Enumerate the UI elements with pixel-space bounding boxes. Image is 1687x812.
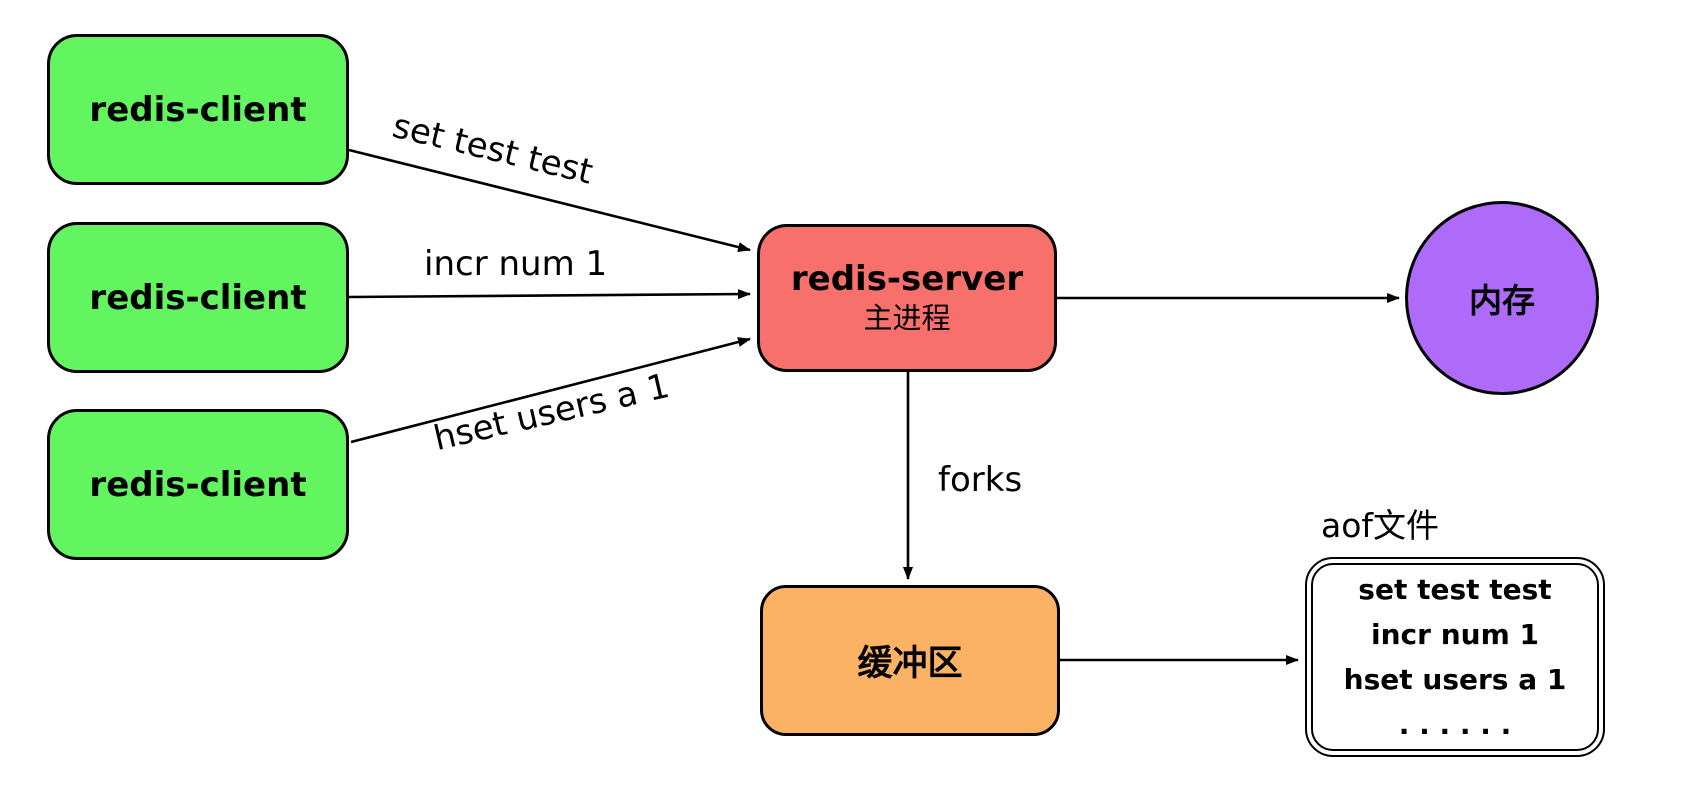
aof-file-title: aof文件 bbox=[1321, 506, 1440, 545]
redis-server-node: redis-server 主进程 bbox=[757, 224, 1057, 372]
edge-label-set-test-test: set test test bbox=[388, 106, 597, 193]
redis-server-title: redis-server bbox=[790, 259, 1024, 300]
redis-client-node-1: redis-client bbox=[47, 34, 349, 185]
buffer-node: 缓冲区 bbox=[760, 585, 1060, 736]
redis-client-node-3: redis-client bbox=[47, 409, 349, 560]
redis-client-label: redis-client bbox=[89, 464, 307, 505]
memory-node: 内存 bbox=[1405, 201, 1599, 395]
aof-file-content: set test test incr num 1 hset users a 1 … bbox=[1311, 563, 1599, 751]
redis-client-node-2: redis-client bbox=[47, 222, 349, 373]
arrow-client2-to-server bbox=[348, 289, 751, 300]
buffer-label: 缓冲区 bbox=[857, 644, 963, 684]
aof-ellipsis-line: . . . . . . bbox=[1398, 708, 1512, 741]
aof-command-line: incr num 1 bbox=[1371, 618, 1539, 651]
aof-command-line: set test test bbox=[1358, 573, 1552, 606]
memory-label: 内存 bbox=[1469, 281, 1535, 320]
redis-server-subtitle: 主进程 bbox=[863, 301, 951, 336]
edge-label-hset-users-a-1: hset users a 1 bbox=[430, 365, 674, 459]
redis-client-label: redis-client bbox=[89, 277, 307, 318]
edge-label-incr-num-1: incr num 1 bbox=[424, 244, 608, 284]
aof-file-node: set test test incr num 1 hset users a 1 … bbox=[1305, 557, 1605, 757]
redis-client-label: redis-client bbox=[89, 89, 307, 130]
aof-command-line: hset users a 1 bbox=[1343, 663, 1567, 696]
edge-label-forks: forks bbox=[938, 460, 1023, 500]
